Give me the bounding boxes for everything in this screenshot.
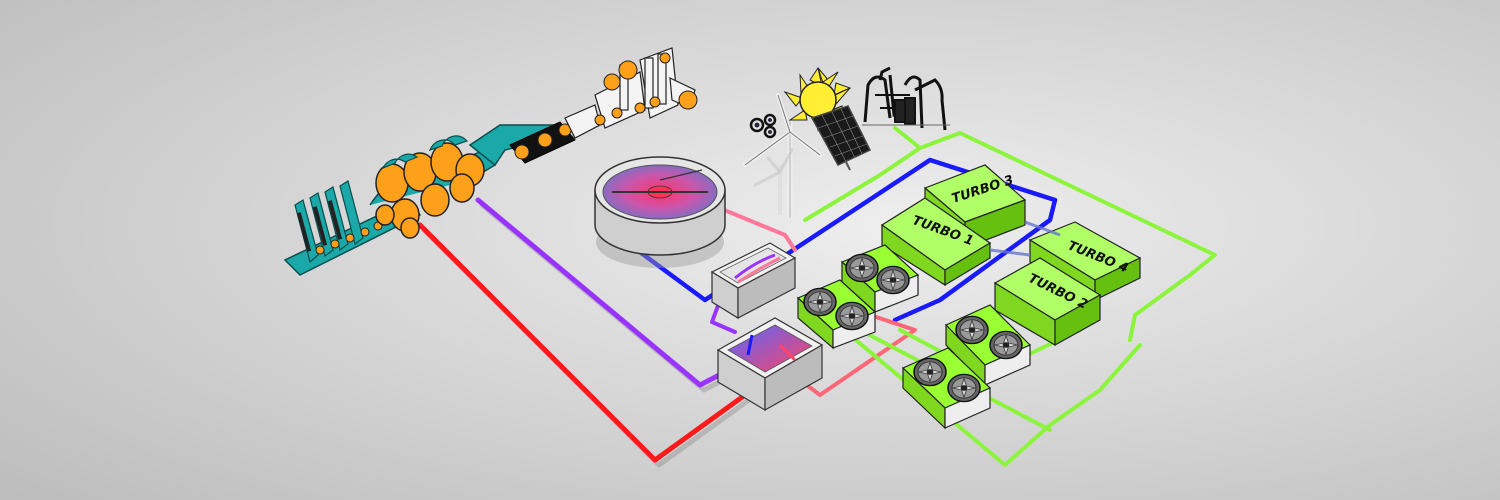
purple-pipe [475, 197, 728, 388]
fan-unit-b [796, 279, 877, 350]
clarifier-tank-icon [594, 156, 726, 268]
fan-unit-d [901, 347, 992, 430]
fan-unit-c [944, 304, 1032, 387]
red-pipe [417, 222, 748, 463]
green-pipe-top [803, 131, 1217, 277]
solar-panel-icon [810, 105, 872, 171]
blue-pipe [607, 157, 1058, 323]
fan-unit-a [840, 244, 920, 314]
pylon-icon [862, 66, 950, 131]
pink-pipe-2 [798, 313, 917, 397]
pink-pipe [698, 198, 797, 252]
dryer-section [509, 121, 576, 164]
reel-section [564, 47, 696, 139]
turbo-units: TURBO 3 TURBO 1 TURBO 4 TURBO 2 [880, 164, 1142, 347]
green-pipe-pylon [893, 126, 922, 150]
sun-icon [783, 66, 852, 132]
green-pipe-right [1128, 273, 1192, 342]
turbo-2-box: TURBO 2 [993, 257, 1102, 347]
paper-machine-icon [283, 47, 698, 276]
cooling-fan-icon [796, 244, 1032, 430]
purple-pipe-small [710, 298, 737, 334]
turbo-1-box: TURBO 1 [880, 197, 992, 287]
heat-exchanger-icon [710, 242, 797, 320]
heat-exchanger-large [716, 317, 824, 412]
wind-turbine-icon [743, 93, 822, 218]
